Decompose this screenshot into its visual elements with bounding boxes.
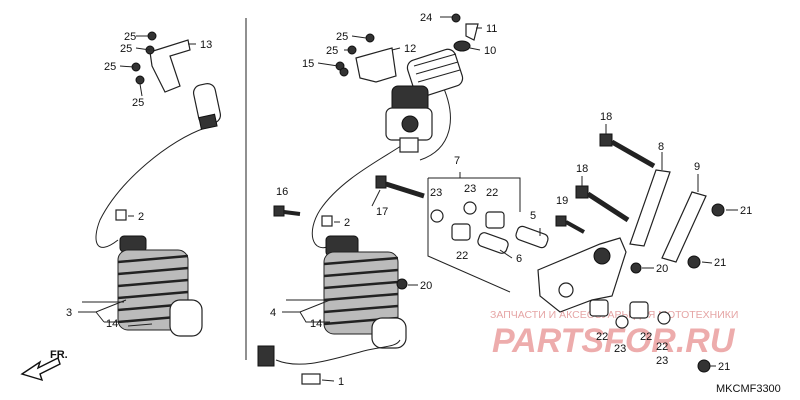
callout-20: 20 — [656, 263, 668, 275]
bolt-24 — [451, 13, 461, 23]
callout-22: 22 — [656, 341, 668, 353]
bolt-17 — [375, 175, 425, 199]
callout-25: 25 — [124, 31, 136, 43]
watermark-brand: PARTSFOR.RU — [492, 322, 736, 360]
bolt-18b — [575, 185, 630, 223]
bearing-22c — [589, 299, 609, 317]
diagram-code: MKCMF3300 — [716, 383, 781, 395]
rear-damper-right — [257, 13, 479, 385]
collar-6 — [477, 232, 509, 254]
callout-23: 23 — [464, 183, 476, 195]
callout-15: 15 — [302, 58, 314, 70]
callout-23: 23 — [614, 343, 626, 355]
callout-22: 22 — [596, 331, 608, 343]
nut-20b — [630, 262, 642, 274]
reservoir-left — [192, 83, 222, 130]
callout-22: 22 — [456, 250, 468, 262]
watermark-tagline: ЗАПЧАСТИ И АКСЕССУАРЫ ДЛЯ МОТОТЕХНИКИ — [490, 309, 738, 321]
shock-body-right — [323, 235, 407, 349]
callout-7: 7 — [454, 155, 460, 167]
callout-5: 5 — [530, 210, 536, 222]
callout-3: 3 — [66, 307, 72, 319]
watermark: ЗАПЧАСТИ И АКСЕССУАРЫ ДЛЯ МОТОТЕХНИКИ PA… — [490, 309, 738, 360]
plate-12 — [355, 47, 397, 83]
bearing-22d — [629, 301, 649, 319]
callout-23: 23 — [656, 355, 668, 367]
callout-leaders — [119, 16, 738, 382]
callout-14: 14 — [106, 318, 118, 330]
callout-25: 25 — [132, 97, 144, 109]
callout-21: 21 — [718, 361, 730, 373]
clip-11 — [465, 23, 479, 41]
callout-6: 6 — [516, 253, 522, 265]
callout-labels: 25 25 25 25 13 24 11 10 25 25 12 15 2 2 … — [66, 12, 752, 388]
callout-16: 16 — [276, 186, 288, 198]
bearing-22b — [451, 223, 471, 241]
callout-18: 18 — [600, 111, 612, 123]
bolt-16 — [273, 205, 301, 217]
nut-20a — [396, 278, 408, 290]
rod-9 — [661, 191, 707, 263]
seal-23a — [430, 209, 444, 223]
callout-22: 22 — [486, 187, 498, 199]
callout-21: 21 — [714, 257, 726, 269]
clip-1 — [301, 373, 321, 385]
callout-13: 13 — [200, 39, 212, 51]
linkage-kit — [427, 133, 725, 373]
callout-18: 18 — [576, 163, 588, 175]
connector — [257, 345, 275, 367]
front-direction-arrow: FR. — [20, 349, 68, 382]
nut-21c — [697, 359, 711, 373]
callout-14: 14 — [310, 318, 322, 330]
callout-21: 21 — [740, 205, 752, 217]
bearing-22a — [485, 211, 505, 229]
callout-8: 8 — [658, 141, 664, 153]
nut-21b — [687, 255, 701, 269]
clip-2-right — [321, 215, 333, 227]
callout-25: 25 — [336, 31, 348, 43]
bracket-13 — [149, 39, 191, 93]
callout-25: 25 — [120, 43, 132, 55]
bolt-19 — [555, 215, 585, 234]
callout-10: 10 — [484, 45, 496, 57]
rod-8 — [629, 169, 671, 247]
callout-4: 4 — [270, 307, 276, 319]
shock-arm — [537, 237, 627, 313]
callout-11: 11 — [486, 23, 497, 35]
callout-2: 2 — [344, 217, 350, 229]
callout-25: 25 — [104, 61, 116, 73]
bolt-15b — [339, 67, 349, 77]
nut-10 — [453, 40, 471, 52]
seal-23c — [615, 315, 629, 329]
callout-2: 2 — [138, 211, 144, 223]
seal-23d — [657, 311, 671, 325]
callout-24: 24 — [420, 12, 432, 24]
callout-12: 12 — [404, 43, 416, 55]
rear-damper-left — [78, 31, 222, 337]
actuator-assembly — [385, 48, 464, 153]
callout-20: 20 — [420, 280, 432, 292]
callout-25: 25 — [326, 45, 338, 57]
collar-5 — [515, 225, 549, 249]
shock-body-left — [117, 235, 203, 337]
callout-17: 17 — [376, 206, 388, 218]
callout-1: 1 — [338, 376, 344, 388]
callout-22: 22 — [640, 331, 652, 343]
callout-9: 9 — [694, 161, 700, 173]
direction-label: FR. — [50, 349, 68, 361]
nut-21a — [711, 203, 725, 217]
bolt-18a — [599, 133, 656, 169]
bolt-25e — [365, 33, 375, 43]
callout-19: 19 — [556, 195, 568, 207]
clip-2-left — [115, 209, 127, 221]
seal-23b — [463, 201, 477, 215]
callout-23: 23 — [430, 187, 442, 199]
bolt-25d — [135, 75, 145, 85]
